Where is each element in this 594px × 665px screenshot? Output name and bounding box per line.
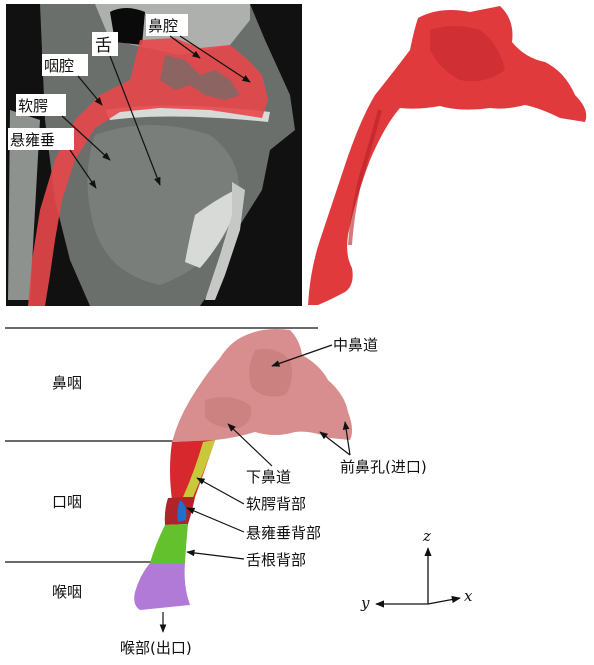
coordinate-axes: z x y	[360, 527, 473, 612]
axis-z-label: z	[422, 527, 431, 545]
label-soft-palate: 软腭	[18, 97, 48, 115]
label-uvula: 悬雍垂	[10, 131, 55, 149]
label-tongue: 舌	[95, 36, 112, 56]
callout-middle-meatus: 中鼻道	[333, 336, 378, 354]
region-label-nasopharynx: 鼻咽	[52, 374, 82, 392]
callout-larynx-outlet: 喉部(出口)	[120, 639, 192, 657]
model-laryngopharynx-segment	[134, 563, 190, 610]
callout-tongue-base-dorsal: 舌根背部	[246, 551, 306, 569]
axis-y-label: y	[360, 594, 370, 612]
pointer-tongue-base-dorsal	[187, 552, 244, 559]
label-nasal-cavity: 鼻腔	[148, 17, 178, 35]
callout-inferior-meatus: 下鼻道	[246, 468, 291, 486]
region-model-panel: 鼻咽 口咽 喉咽 中鼻道 下鼻道 前鼻孔(进口) 软腭背部 悬雍垂背部 舌根背部	[5, 328, 473, 657]
callout-anterior-nostril: 前鼻孔(进口)	[340, 458, 427, 476]
ct-scan-panel: 鼻腔 舌 咽腔 软腭 悬雍垂	[6, 4, 302, 306]
model-tongue-base-segment	[150, 524, 188, 563]
callout-uvula-dorsal: 悬雍垂背部	[246, 524, 321, 542]
axis-x-label: x	[464, 587, 473, 605]
region-label-laryngopharynx: 喉咽	[52, 583, 82, 601]
pointer-uvula-dorsal	[187, 508, 244, 532]
callout-soft-palate-dorsal: 软腭背部	[246, 495, 306, 513]
label-pharynx: 咽腔	[44, 57, 74, 75]
airway-3d-model	[308, 6, 586, 305]
pointer-soft-palate-dorsal	[197, 478, 244, 504]
axis-x-arrow	[428, 598, 460, 604]
region-label-oropharynx: 口咽	[52, 493, 82, 511]
